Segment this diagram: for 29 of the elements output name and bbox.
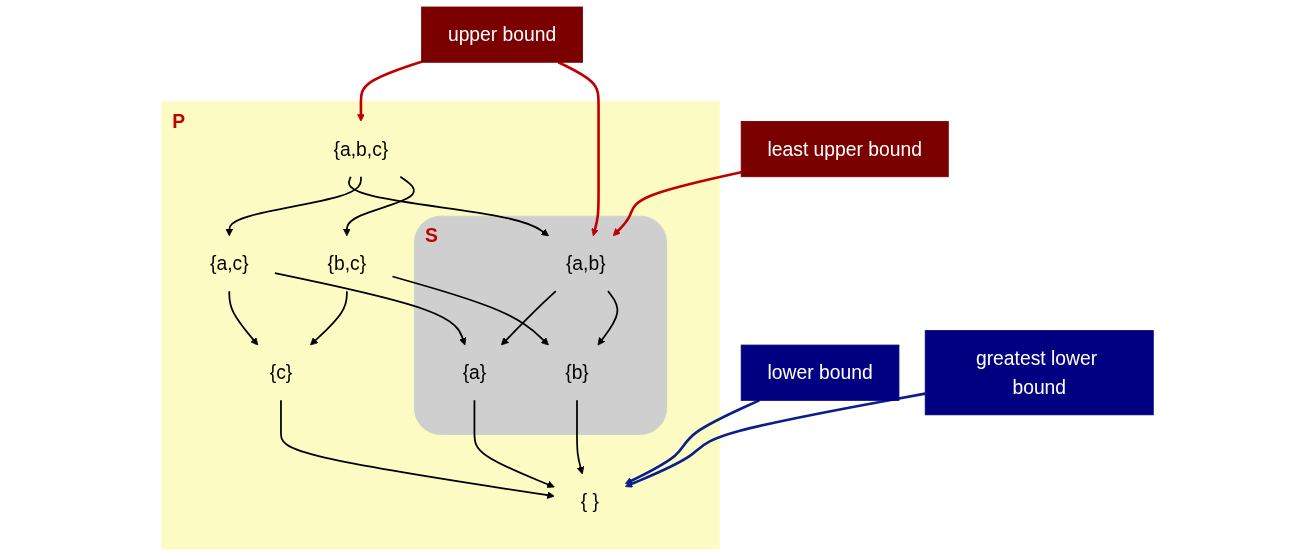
arrow <box>225 175 362 237</box>
arrow <box>612 170 742 237</box>
arrow <box>348 175 549 237</box>
node-text: {a} <box>462 361 487 384</box>
arrow <box>576 399 585 475</box>
node-text: {a,b,c} <box>333 138 389 161</box>
node-box: least upper bound <box>740 121 949 178</box>
node-text: {b} <box>565 361 589 384</box>
node-text: {a,c} <box>209 252 249 275</box>
node-text: {c} <box>269 361 293 384</box>
arrow <box>557 61 600 237</box>
node-text: { } <box>580 490 599 513</box>
arrow <box>343 175 415 237</box>
arrow <box>280 399 555 499</box>
node-box: upper bound <box>421 6 584 63</box>
arrow <box>624 399 760 485</box>
arrow <box>391 275 549 346</box>
arrow <box>274 272 467 346</box>
arrow <box>473 399 555 488</box>
node-box: greatest lower bound <box>924 330 1154 416</box>
node-text: {a,b} <box>565 252 606 275</box>
node-box: lower bound <box>740 344 900 401</box>
node-text: {b,c} <box>327 252 367 275</box>
arrow <box>310 290 348 346</box>
arrow <box>624 392 926 488</box>
arrow <box>228 290 259 346</box>
arrow <box>357 60 423 122</box>
arrow <box>597 290 619 346</box>
arrow <box>500 290 557 346</box>
